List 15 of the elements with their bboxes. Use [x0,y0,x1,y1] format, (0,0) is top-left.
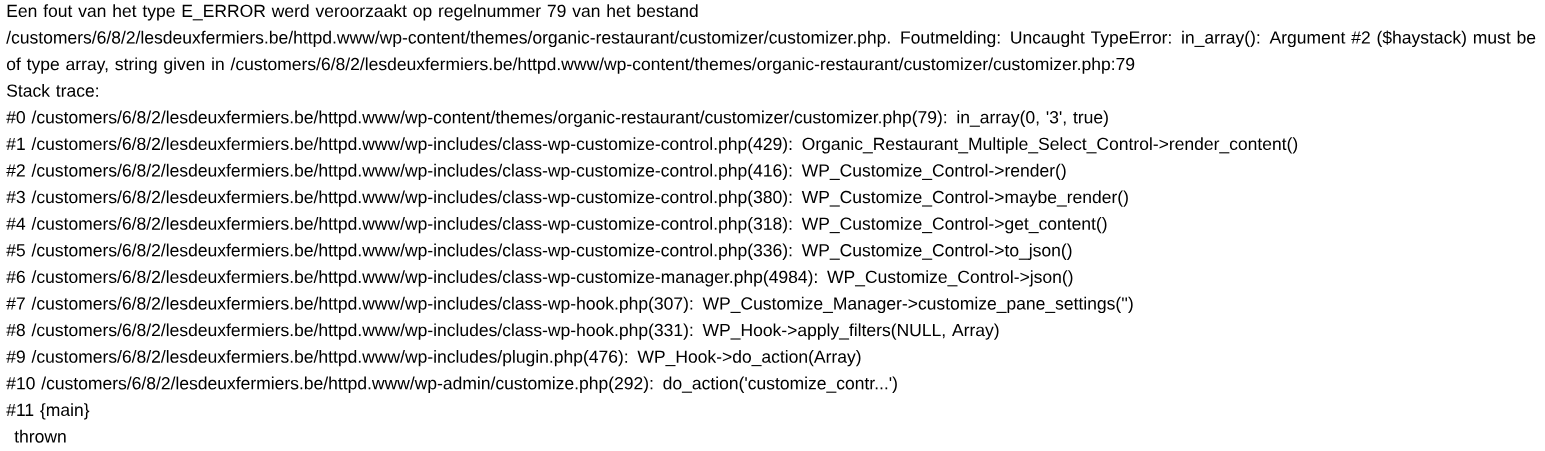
stack-trace-line: #9 /customers/6/8/2/lesdeuxfermiers.be/httpd.www/wp-includes/plugin.php(476): WP_Hook->do_action(Array) [6,350,861,367]
stack-trace-line: #0 /customers/6/8/2/lesdeuxfermiers.be/httpd.www/wp-content/themes/organic-restaurant/customizer/customizer.php(79): in_array(0, '3', true) [6,110,1108,127]
stack-trace-line: #3 /customers/6/8/2/lesdeuxfermiers.be/httpd.www/wp-includes/class-wp-customize-control.php(380): WP_Customize_Control->maybe_render() [6,190,1128,207]
stack-trace-line: #4 /customers/6/8/2/lesdeuxfermiers.be/httpd.www/wp-includes/class-wp-customize-control.php(318): WP_Customize_Control->get_content() [6,217,1107,234]
stack-trace-line: #7 /customers/6/8/2/lesdeuxfermiers.be/httpd.www/wp-includes/class-wp-hook.php(307): WP_Customize_Manager->customize_pane_settings('') [6,296,1133,314]
stack-trace-line: #11 {main} [6,403,90,420]
stack-trace-heading: Stack trace: [7,84,98,97]
stack-trace-line: #6 /customers/6/8/2/lesdeuxfermiers.be/httpd.www/wp-includes/class-wp-customize-manager.php(4984): WP_Customize_Control->json() [6,270,1073,287]
stack-trace-line: thrown [14,429,66,443]
stack-trace-line: #8 /customers/6/8/2/lesdeuxfermiers.be/httpd.www/wp-includes/class-wp-hook.php(331): WP_Hook->apply_filters(NULL, Array) [6,323,999,340]
stack-trace-line: #10 /customers/6/8/2/lesdeuxfermiers.be/httpd.www/wp-admin/customize.php(292): do_action('customize_contr...') [6,376,897,393]
stack-trace-line: #2 /customers/6/8/2/lesdeuxfermiers.be/httpd.www/wp-includes/class-wp-customize-control.php(416): WP_Customize_Control->render() [6,163,1066,181]
stack-trace-line: #5 /customers/6/8/2/lesdeuxfermiers.be/httpd.www/wp-includes/class-wp-customize-control.php(336): WP_Customize_Control->to_json() [6,243,1072,260]
stack-trace-line: #1 /customers/6/8/2/lesdeuxfermiers.be/httpd.www/wp-includes/class-wp-customize-control.php(429): Organic_Restaurant_Multiple_Select_Control->render_content() [6,137,1298,154]
error-message: Een fout van het type E_ERROR werd veroorzaakt op regelnummer 79 van het bestand /customers/6/8/2/lesdeuxfermiers.be/httpd.www/wp-content/themes/organic-restaurant/customizer/customizer.php. Foutmelding: Uncaught TypeError: in_array(): Argument #2 ($haystack) must be of type array, string given in /customers/6/8/2/lesdeuxfermiers.be/httpd.www/wp-content/themes/organic-restaurant/customizer/customizer.php:79 [6,4,1536,74]
